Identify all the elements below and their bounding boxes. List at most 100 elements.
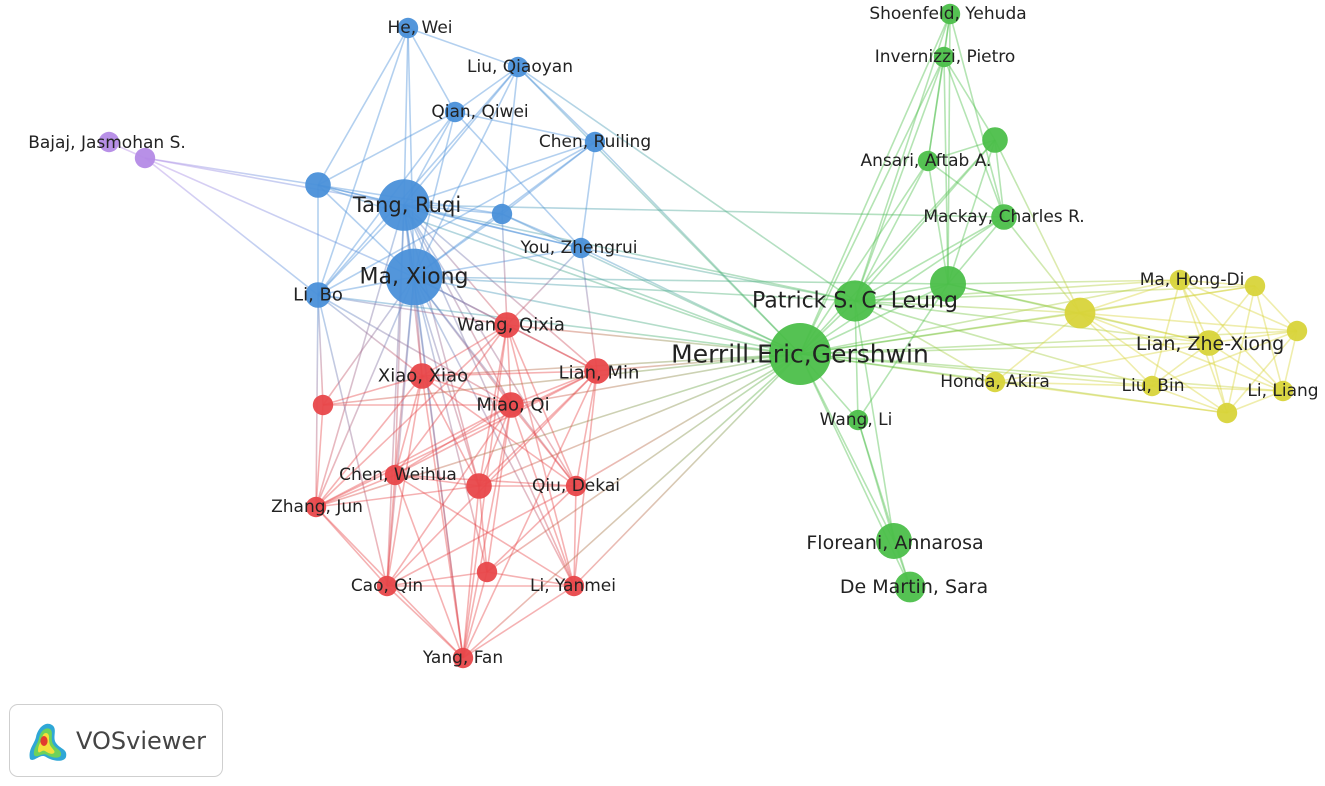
link-lianm-red_mid <box>478 370 598 487</box>
link-invernizzi-ansari <box>927 56 945 162</box>
link-merrill-lianz <box>799 342 1210 355</box>
link-merrill-yellow_tr <box>799 285 1256 355</box>
link-shoenfeld-ansari <box>927 13 951 162</box>
node-liubin[interactable] <box>1141 375 1163 397</box>
link-yellow_r-liliang <box>1282 330 1298 392</box>
link-ma-cao <box>386 276 415 587</box>
link-wangq-liy <box>506 324 575 587</box>
link-leung-ansari <box>854 160 929 302</box>
node-yellow_hub[interactable] <box>1064 297 1096 329</box>
node-mahd[interactable] <box>1169 269 1191 291</box>
node-lianm[interactable] <box>584 358 610 384</box>
link-red_low-yang <box>462 571 488 659</box>
node-shoenfeld[interactable] <box>939 3 961 25</box>
node-leung[interactable] <box>834 280 876 322</box>
link-qiu-merrill <box>575 353 801 487</box>
node-wangli[interactable] <box>847 409 869 431</box>
node-zhang[interactable] <box>305 496 327 518</box>
link-libo-merrill <box>317 294 801 355</box>
node-mackay[interactable] <box>991 204 1017 230</box>
link-invernizzi-mackay <box>943 56 1005 218</box>
node-label-cao: Cao, Qin <box>351 576 423 596</box>
node-hewei[interactable] <box>397 17 419 39</box>
link-lianz-yellow_r <box>1208 330 1298 344</box>
node-floreani[interactable] <box>876 523 912 559</box>
link-xiao-chenw <box>394 375 423 476</box>
node-label-you: You, Zhengrui <box>519 238 637 258</box>
node-green_top[interactable] <box>982 127 1008 153</box>
node-chenw[interactable] <box>384 464 406 486</box>
link-qiu-liy <box>573 485 577 587</box>
node-red_mid[interactable] <box>466 473 492 499</box>
node-invernizzi[interactable] <box>933 46 955 68</box>
node-liliang[interactable] <box>1272 380 1294 402</box>
link-merrill-mackay <box>799 216 1005 355</box>
node-purple2[interactable] <box>134 147 156 169</box>
link-hewei-liuq <box>407 27 519 68</box>
node-xiao[interactable] <box>409 363 435 389</box>
node-green_hub[interactable] <box>930 266 966 302</box>
node-yang[interactable] <box>452 647 474 669</box>
node-label-liy: Li, Yanmei <box>530 576 616 596</box>
link-green_hub-wangli <box>857 283 949 421</box>
link-xiao-red_mid <box>421 375 480 487</box>
link-leung-yellow_hub <box>854 300 1081 314</box>
link-yellow_r-yellow_b <box>1226 330 1298 414</box>
node-qian[interactable] <box>444 101 466 123</box>
node-liuq[interactable] <box>507 56 529 78</box>
node-libo[interactable] <box>305 282 331 308</box>
node-tang[interactable] <box>378 179 430 231</box>
node-honda[interactable] <box>984 371 1006 393</box>
link-leung-shoenfeld <box>854 13 951 302</box>
node-lianz[interactable] <box>1196 330 1222 356</box>
link-ma-zhang <box>315 276 415 508</box>
node-you[interactable] <box>570 237 592 259</box>
node-blue_mid[interactable] <box>491 203 513 225</box>
node-label-xiao: Xiao, Xiao <box>378 366 468 387</box>
link-ma-leung <box>413 276 856 302</box>
link-ma-liy <box>413 276 575 587</box>
link-leung-yellow_tr <box>854 285 1256 302</box>
link-liy-red_low <box>486 571 575 587</box>
link-green_top-mackay <box>994 139 1005 218</box>
link-leung-liubin <box>854 300 1153 387</box>
link-merrill-liubin <box>799 353 1153 387</box>
node-ansari[interactable] <box>917 150 939 172</box>
link-merrill-yellow_b <box>799 353 1228 414</box>
node-wangq[interactable] <box>494 312 520 338</box>
node-label-chenw: Chen, Weihua <box>339 465 457 485</box>
link-zhang-red_mid <box>315 485 480 508</box>
node-cao[interactable] <box>376 575 398 597</box>
link-leung-mahd <box>854 279 1181 302</box>
node-liy[interactable] <box>563 575 585 597</box>
node-merrill[interactable] <box>769 323 831 385</box>
node-red_low[interactable] <box>476 561 498 583</box>
link-wangq-miao <box>506 324 512 406</box>
node-label-ansari: Ansari, Aftab A. <box>861 151 992 171</box>
link-merrill-floreani <box>799 353 895 542</box>
link-tang-you <box>403 204 582 249</box>
node-miao[interactable] <box>498 392 524 418</box>
node-label-yang: Yang, Fan <box>422 648 503 668</box>
link-tang-zhang <box>315 204 405 508</box>
link-mahd-yellow_r <box>1179 279 1298 332</box>
node-ma[interactable] <box>385 248 443 306</box>
link-hewei-qian <box>407 27 456 113</box>
node-yellow_tr[interactable] <box>1244 275 1266 297</box>
node-bajaj[interactable] <box>98 131 120 153</box>
node-chenr[interactable] <box>584 131 606 153</box>
link-mahd-yellow_tr <box>1179 279 1256 287</box>
link-hewei-ma <box>407 27 415 278</box>
link-wangq-zhang <box>315 324 508 508</box>
node-qiu[interactable] <box>565 475 587 497</box>
link-xiao-miao <box>421 375 512 406</box>
node-yellow_b[interactable] <box>1216 402 1238 424</box>
node-blue_left[interactable] <box>305 172 331 198</box>
node-yellow_r[interactable] <box>1286 320 1308 342</box>
node-red_left[interactable] <box>312 394 334 416</box>
node-demartin[interactable] <box>894 571 926 603</box>
link-ma-red_low <box>413 276 488 573</box>
node-label-wangq: Wang, Qixia <box>457 315 565 336</box>
link-liuq-tang <box>403 66 519 206</box>
link-leung-green_top <box>854 139 996 302</box>
